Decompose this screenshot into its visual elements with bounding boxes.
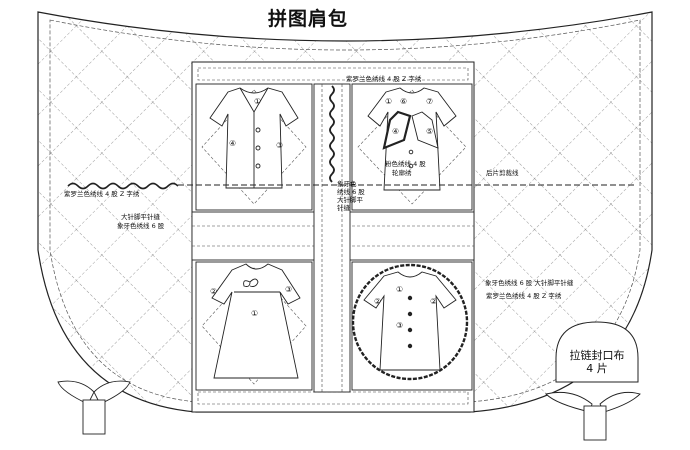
piece-number: ① <box>385 97 393 106</box>
piece-number: ① <box>254 97 262 106</box>
label-center-2: 绣线 6 股 <box>337 188 365 196</box>
piece-number: ④ <box>392 127 400 136</box>
label-center-4: 针缝 <box>337 204 350 212</box>
piece-number: ① <box>251 309 259 318</box>
piece-number: ⑥ <box>400 97 408 106</box>
piece-number: ③ <box>276 141 284 150</box>
handle-motif-left <box>57 380 131 435</box>
piece-number: ⑦ <box>426 97 434 106</box>
label-back-cut: 后片剪裁线 <box>486 169 519 177</box>
label-right-2: 紫罗兰色绣线 4 股 Z 字绣 <box>486 292 562 300</box>
label-center-1: 象牙色 <box>337 180 357 188</box>
piece-number: ④ <box>229 139 237 148</box>
piece-number: ① <box>396 285 404 294</box>
label-center-3: 大针脚平 <box>337 196 363 204</box>
scalloped-circle-illustration <box>351 263 469 381</box>
label-left-run-1: 大针脚平针缝 <box>121 213 160 221</box>
handle-motif-right <box>545 391 641 441</box>
piece-number: ② <box>430 297 438 306</box>
label-zipper-2: 4 片 <box>586 362 608 375</box>
piece-number: ② <box>374 297 382 306</box>
label-top-stitch: 紫罗兰色绣线 4 股 Z 字绣 <box>346 75 422 83</box>
zigzag-stitch-left <box>67 182 179 190</box>
dress-illustration-right <box>367 87 457 191</box>
baby-dress-illustration <box>211 263 301 379</box>
piece-number: ⑤ <box>426 127 434 136</box>
label-right-1: 象牙色绣线 6 股 大针脚平针缝 <box>485 279 574 287</box>
shirt-illustration-left <box>209 87 299 189</box>
pattern-title: 拼图肩包 <box>268 8 349 30</box>
piece-number: ② <box>210 287 218 296</box>
zipper-cover-piece <box>555 321 639 383</box>
label-zipper-1: 拉链封口布 <box>569 349 625 362</box>
label-left-run-2: 象牙色绣线 6 股 <box>117 222 165 230</box>
zigzag-stitch-center <box>329 85 335 183</box>
label-pink-1: 粉色绣线 4 股 <box>385 160 426 168</box>
piece-number: ③ <box>285 285 293 294</box>
label-left-stitch: 紫罗兰色绣线 4 股 Z 字绣 <box>64 190 140 198</box>
label-pink-2: 轮廓绣 <box>392 169 412 177</box>
piece-number: ③ <box>396 321 404 330</box>
